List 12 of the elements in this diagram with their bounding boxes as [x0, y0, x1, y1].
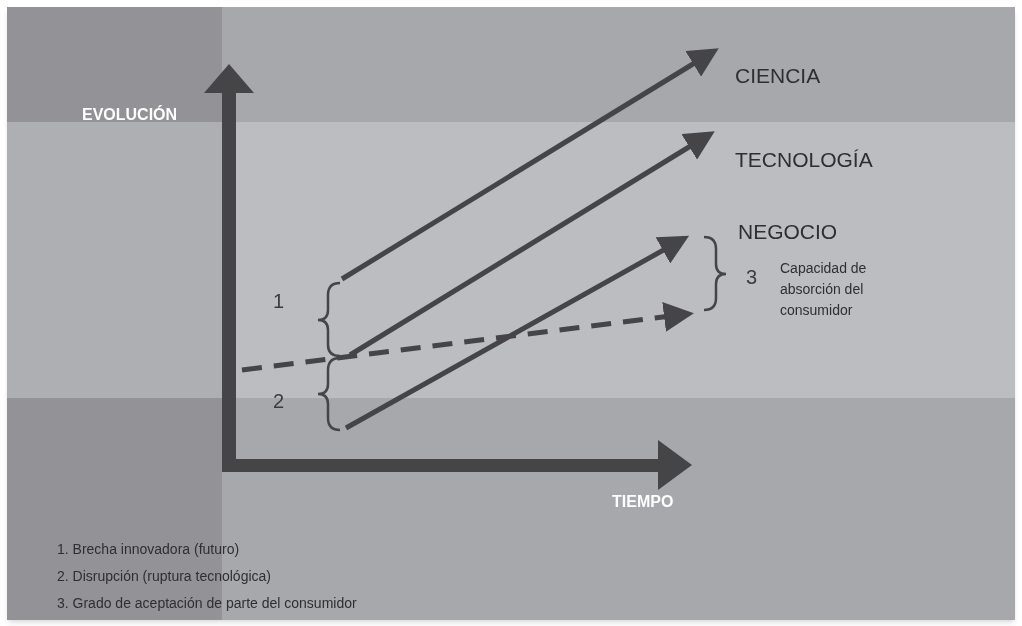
footnote-text: 2. Disrupción (ruptura tecnológica) — [57, 567, 271, 586]
trend-label: CIENCIA — [735, 63, 821, 89]
axis-label: EVOLUCIÓN — [82, 104, 178, 125]
callout-number: 3 — [746, 265, 758, 290]
footnote-text: 3. Grado de aceptación de parte del consumidor — [57, 594, 357, 613]
annotation-text: Capacidad de absorción del consumidor — [780, 259, 868, 320]
footnote-text: 1. Brecha innovadora (futuro) — [57, 540, 240, 559]
callout-number: 1 — [273, 289, 285, 314]
trend-label: NEGOCIO — [738, 219, 838, 245]
trend-label: TECNOLOGÍA — [735, 147, 873, 173]
callout-number: 2 — [273, 389, 285, 414]
axis-label: TIEMPO — [612, 492, 674, 512]
